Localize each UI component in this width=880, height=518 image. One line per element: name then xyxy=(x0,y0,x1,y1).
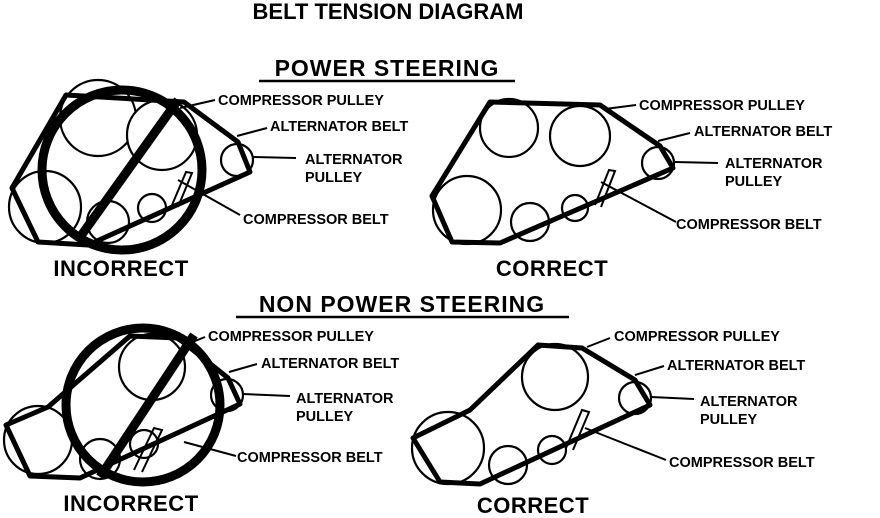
leader-compressor-pulley-2 xyxy=(604,104,637,110)
label-compressor-belt-2: COMPRESSOR BELT xyxy=(676,217,822,233)
diagram-title: BELT TENSION DIAGRAM xyxy=(253,0,524,24)
leader-alternator-pulley-1 xyxy=(252,156,297,159)
label-compressor-pulley-1: COMPRESSOR PULLEY xyxy=(218,93,384,109)
leader-alternator-pulley-2 xyxy=(674,161,719,164)
label-alternator-pulley-2b: PULLEY xyxy=(725,174,783,190)
panel-nps-incorrect xyxy=(2,323,245,487)
leader-compressor-belt-4 xyxy=(584,427,667,461)
label-alternator-belt-4: ALTERNATOR BELT xyxy=(667,358,805,374)
incorrect-slash-mark xyxy=(74,97,182,243)
label-alternator-pulley-2a: ALTERNATOR xyxy=(725,156,823,172)
section-power-steering: POWER STEERING xyxy=(275,55,500,81)
label-compressor-pulley-3: COMPRESSOR PULLEY xyxy=(208,329,374,345)
verdict-correct-1: CORRECT xyxy=(496,256,608,281)
verdict-incorrect-1: INCORRECT xyxy=(53,256,188,281)
panel-ps-correct xyxy=(429,97,676,246)
label-alternator-pulley-3a: ALTERNATOR xyxy=(296,391,394,407)
leader-compressor-pulley-1 xyxy=(179,99,216,109)
label-compressor-pulley-4: COMPRESSOR PULLEY xyxy=(614,329,780,345)
verdict-incorrect-2: INCORRECT xyxy=(63,491,198,516)
leader-compressor-pulley-3 xyxy=(184,336,206,346)
compressor-belt xyxy=(133,426,164,473)
label-alternator-pulley-3b: PULLEY xyxy=(296,409,354,425)
section-non-power-steering: NON POWER STEERING xyxy=(259,291,545,317)
leader-alternator-pulley-3 xyxy=(242,393,291,397)
leader-alternator-belt-1 xyxy=(236,127,268,137)
leader-compressor-pulley-4 xyxy=(586,337,611,348)
label-alternator-pulley-1b: PULLEY xyxy=(305,170,363,186)
label-alternator-pulley-4b: PULLEY xyxy=(700,412,758,428)
panel-ps-incorrect xyxy=(7,78,255,255)
incorrect-circle-mark xyxy=(37,85,207,255)
label-compressor-pulley-2: COMPRESSOR PULLEY xyxy=(639,98,805,114)
compressor-belt xyxy=(565,408,591,451)
label-alternator-pulley-1a: ALTERNATOR xyxy=(305,152,403,168)
verdict-correct-2: CORRECT xyxy=(477,493,589,518)
leader-compressor-belt-1 xyxy=(177,179,241,216)
compressor-belt xyxy=(171,170,194,208)
leader-compressor-belt-3 xyxy=(183,441,237,457)
label-compressor-belt-1: COMPRESSOR BELT xyxy=(243,212,389,228)
compressor-pulley xyxy=(548,104,612,168)
alternator-belt xyxy=(429,99,676,246)
label-alternator-belt-2: ALTERNATOR BELT xyxy=(694,124,832,140)
crankshaft-pulley xyxy=(431,174,503,246)
label-compressor-belt-4: COMPRESSOR BELT xyxy=(669,455,815,471)
incorrect-slash-mark xyxy=(96,332,198,480)
label-alternator-pulley-4a: ALTERNATOR xyxy=(700,394,798,410)
leader-alternator-belt-2 xyxy=(657,132,691,142)
alternator-belt xyxy=(3,333,243,481)
leader-alternator-pulley-4 xyxy=(650,396,695,400)
power-steering-pulley xyxy=(478,97,540,159)
panel-nps-correct xyxy=(410,342,653,487)
incorrect-circle-mark xyxy=(61,323,225,487)
label-compressor-belt-3: COMPRESSOR BELT xyxy=(237,450,383,466)
leader-alternator-belt-4 xyxy=(634,365,665,376)
leader-compressor-belt-2 xyxy=(600,181,677,223)
label-alternator-belt-1: ALTERNATOR BELT xyxy=(270,119,408,135)
alternator-belt xyxy=(410,342,653,487)
leader-alternator-belt-3 xyxy=(228,363,258,373)
compressor-belt xyxy=(594,168,617,208)
label-alternator-belt-3: ALTERNATOR BELT xyxy=(261,356,399,372)
